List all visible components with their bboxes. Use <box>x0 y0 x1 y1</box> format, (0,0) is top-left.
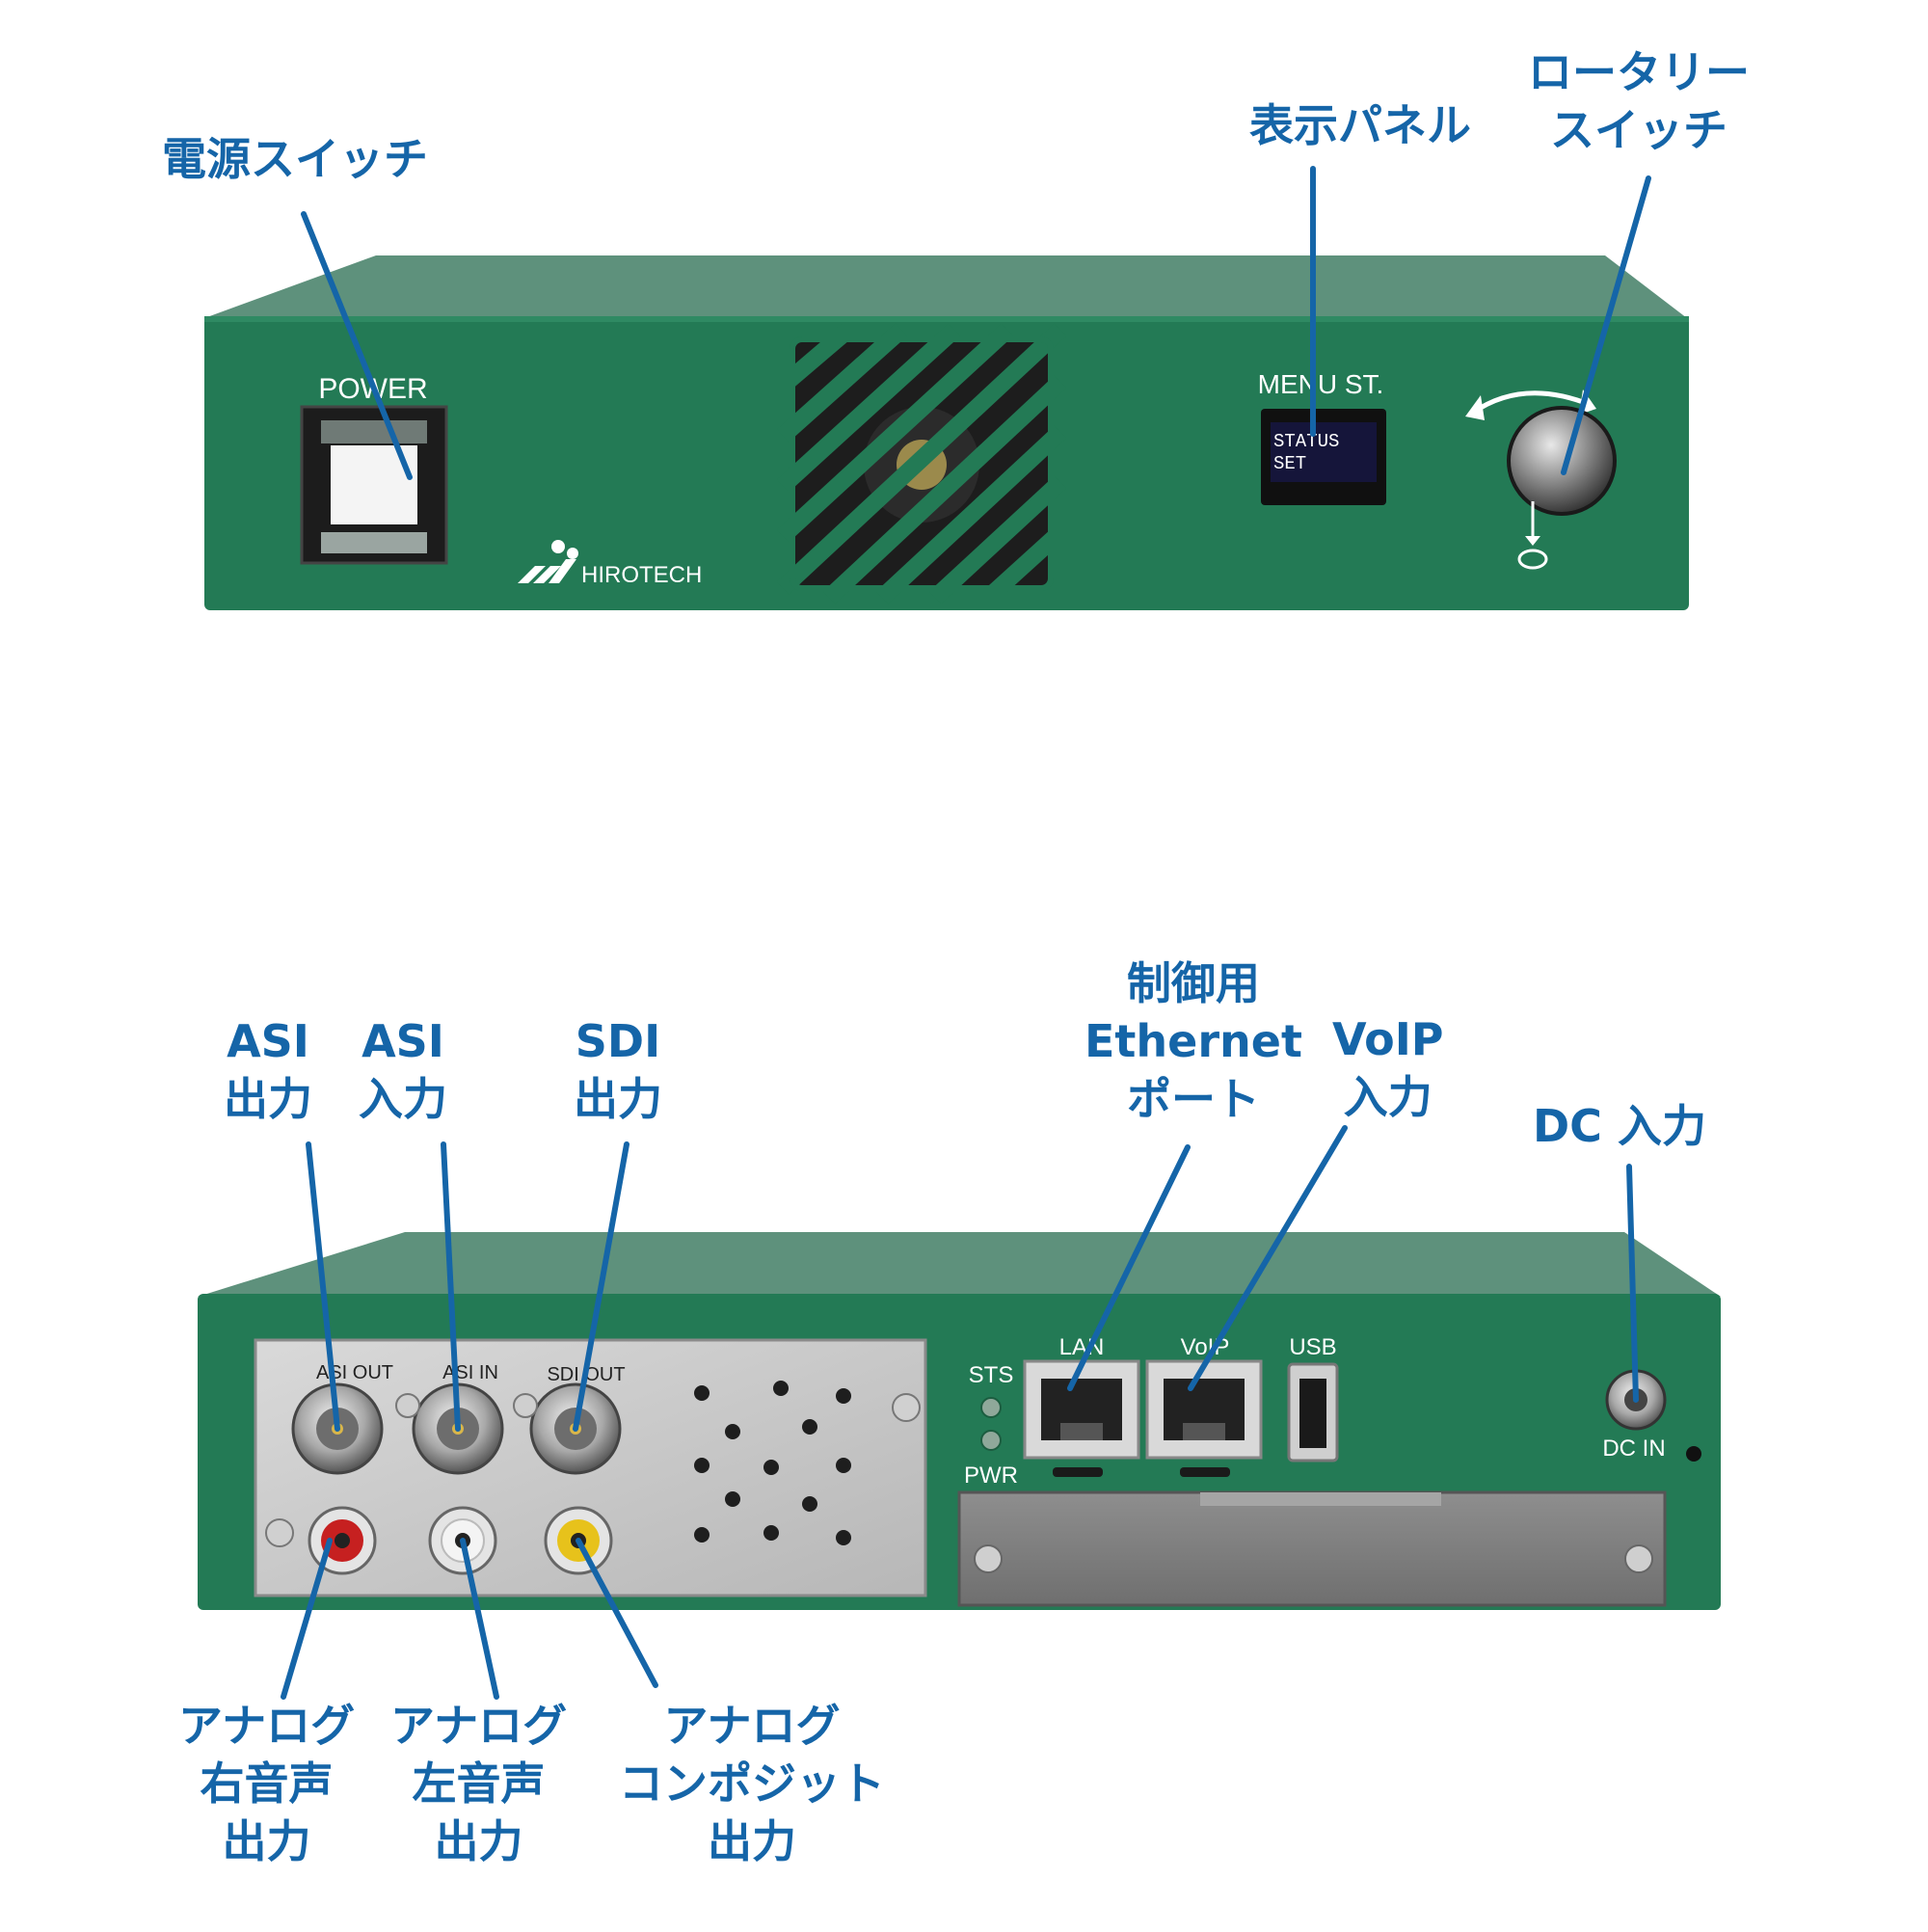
rear-unit: ASI OUT ASI IN SDI OUT <box>198 1232 1721 1610</box>
front-unit: POWER HIROTECH <box>204 255 1689 610</box>
callout-dc-in: DC 入力 <box>1533 1097 1706 1155</box>
leader-sdi-out <box>573 1141 629 1432</box>
callout-display-panel-line-1: 表示パネル <box>1249 99 1471 151</box>
screw-icon <box>892 1393 921 1422</box>
sts-led <box>980 1397 1002 1418</box>
callout-asi-in-line-2: 入力 <box>359 1073 447 1125</box>
lan-port[interactable] <box>1023 1359 1140 1460</box>
hirotech-logo <box>518 540 578 583</box>
callout-analog-left-line-3: 出力 <box>434 1815 523 1867</box>
dc-in-label: DC IN <box>1602 1436 1665 1462</box>
callout-analog-left-line-2: 左音声 <box>412 1758 546 1810</box>
display-line-set: SET <box>1273 453 1306 474</box>
callout-analog-right-line-3: 出力 <box>222 1815 311 1867</box>
rotation-arrow-icon <box>1471 390 1592 416</box>
leader-asi-out <box>306 1141 340 1432</box>
asi-out-label: ASI OUT <box>316 1362 393 1383</box>
screw-icon <box>265 1518 294 1547</box>
screw-icon <box>513 1393 538 1418</box>
leader-analog-right <box>281 1538 333 1700</box>
front-chassis-top <box>204 255 1687 318</box>
leader-power-switch <box>301 211 413 480</box>
vent-holes <box>694 1381 851 1545</box>
callout-voip-in-line-2: 入力 <box>1343 1071 1433 1123</box>
usb-label: USB <box>1289 1334 1336 1360</box>
callout-analog-left: アナログ 左音声 出力 <box>390 1697 567 1870</box>
screw-icon <box>395 1393 420 1418</box>
sts-led-label: STS <box>969 1362 1014 1388</box>
rear-chassis-top <box>198 1232 1721 1297</box>
callout-analog-composite-line-3: 出力 <box>708 1815 796 1867</box>
callout-analog-composite-line-2: コンポジット <box>619 1758 885 1810</box>
callout-analog-composite: アナログ コンポジット 出力 <box>619 1697 885 1870</box>
fan-grille-slats <box>776 323 1067 604</box>
callout-control-ethernet-line-1: 制御用 <box>1126 957 1260 1009</box>
callout-control-ethernet-line-3: ポート <box>1126 1073 1260 1125</box>
callout-control-ethernet: 制御用 Ethernet ポート <box>1084 954 1302 1128</box>
expansion-slot-cover <box>957 1490 1667 1607</box>
voip-port[interactable] <box>1145 1359 1263 1460</box>
callout-voip-in: VoIP 入力 <box>1332 1010 1444 1126</box>
leader-asi-in <box>441 1141 461 1432</box>
callout-control-ethernet-line-2: Ethernet <box>1084 1015 1302 1067</box>
callout-asi-out: ASI 出力 <box>224 1012 312 1128</box>
callout-analog-right-line-1: アナログ <box>178 1700 356 1752</box>
rca-right-audio[interactable] <box>308 1506 377 1575</box>
screw-icon <box>974 1544 1003 1573</box>
callout-asi-in: ASI 入力 <box>359 1012 447 1128</box>
display-line-status: STATUS <box>1273 431 1339 452</box>
leader-rotary-switch <box>1561 175 1651 475</box>
brand-name: HIROTECH <box>581 562 702 588</box>
callout-analog-left-line-1: アナログ <box>390 1700 568 1752</box>
callout-power-switch: 電源スイッチ <box>162 130 428 188</box>
callout-rotary-switch-line-1: ロータリー <box>1528 46 1750 98</box>
callout-rotary-switch: ロータリー スイッチ <box>1528 43 1750 159</box>
rotary-knob[interactable] <box>1509 408 1615 514</box>
callout-rotary-switch-line-2: スイッチ <box>1550 104 1727 156</box>
leader-control-ethernet <box>1067 1144 1191 1391</box>
leader-analog-left <box>460 1538 499 1700</box>
pwr-led <box>980 1430 1002 1451</box>
callout-sdi-out: SDI 出力 <box>574 1012 662 1128</box>
screw-icon <box>1624 1544 1653 1573</box>
callout-asi-out-line-1: ASI <box>227 1015 309 1067</box>
pwr-led-label: PWR <box>964 1462 1018 1489</box>
callout-asi-out-line-2: 出力 <box>224 1073 312 1125</box>
callout-analog-composite-line-1: アナログ <box>663 1700 841 1752</box>
callout-sdi-out-line-1: SDI <box>575 1015 661 1067</box>
leader-lines <box>281 166 1651 1700</box>
leader-voip-in <box>1188 1125 1348 1391</box>
callout-analog-right-line-2: 右音声 <box>200 1758 334 1810</box>
callout-display-panel: 表示パネル <box>1249 96 1471 154</box>
callout-sdi-out-line-2: 出力 <box>574 1073 662 1125</box>
leader-analog-composite <box>576 1538 658 1688</box>
usb-port[interactable] <box>1287 1362 1339 1462</box>
callout-power-switch-line-1: 電源スイッチ <box>162 133 428 185</box>
callout-asi-in-line-1: ASI <box>362 1015 444 1067</box>
leader-dc-in <box>1626 1164 1639 1403</box>
callout-voip-in-line-1: VoIP <box>1332 1013 1444 1065</box>
display-header: MENU ST. <box>1258 369 1384 399</box>
asi-in-label: ASI IN <box>442 1362 498 1383</box>
callout-analog-right: アナログ 右音声 出力 <box>178 1697 355 1870</box>
callout-dc-in-line-1: DC 入力 <box>1533 1100 1706 1152</box>
